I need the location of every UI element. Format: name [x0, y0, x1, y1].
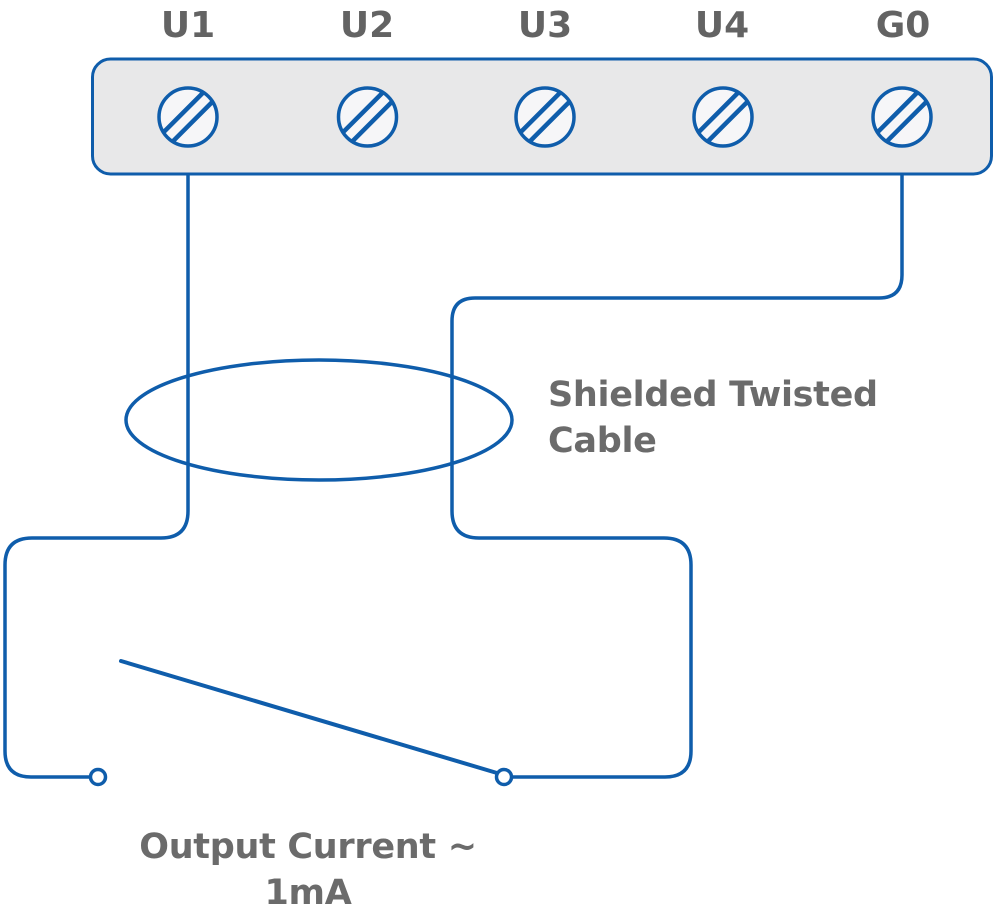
- terminal-label-u2: U2: [339, 5, 395, 46]
- terminal-label-g0: G0: [875, 5, 931, 46]
- terminal-screw-icon: [873, 88, 931, 146]
- terminal-screw-icon: [694, 88, 752, 146]
- wire-g0-to-switch: [450, 173, 904, 779]
- terminal-screw-icon: [159, 88, 217, 146]
- switch-contact-left: [88, 767, 108, 787]
- terminal-screw-icon: [516, 88, 574, 146]
- terminal-screw-icon: [339, 88, 397, 146]
- switch-lever: [119, 659, 499, 775]
- terminal-label-u3: U3: [517, 5, 573, 46]
- cable-annotation: Shielded Twisted Cable: [548, 375, 878, 461]
- output-current-annotation: Output Current ~ 1mA: [139, 827, 477, 913]
- terminal-label-u1: U1: [160, 5, 216, 46]
- wire-u1-to-switch: [3, 173, 190, 779]
- terminal-label-u4: U4: [694, 5, 750, 46]
- switch-contact-right: [494, 767, 514, 787]
- cable-loop-icon: [124, 358, 514, 482]
